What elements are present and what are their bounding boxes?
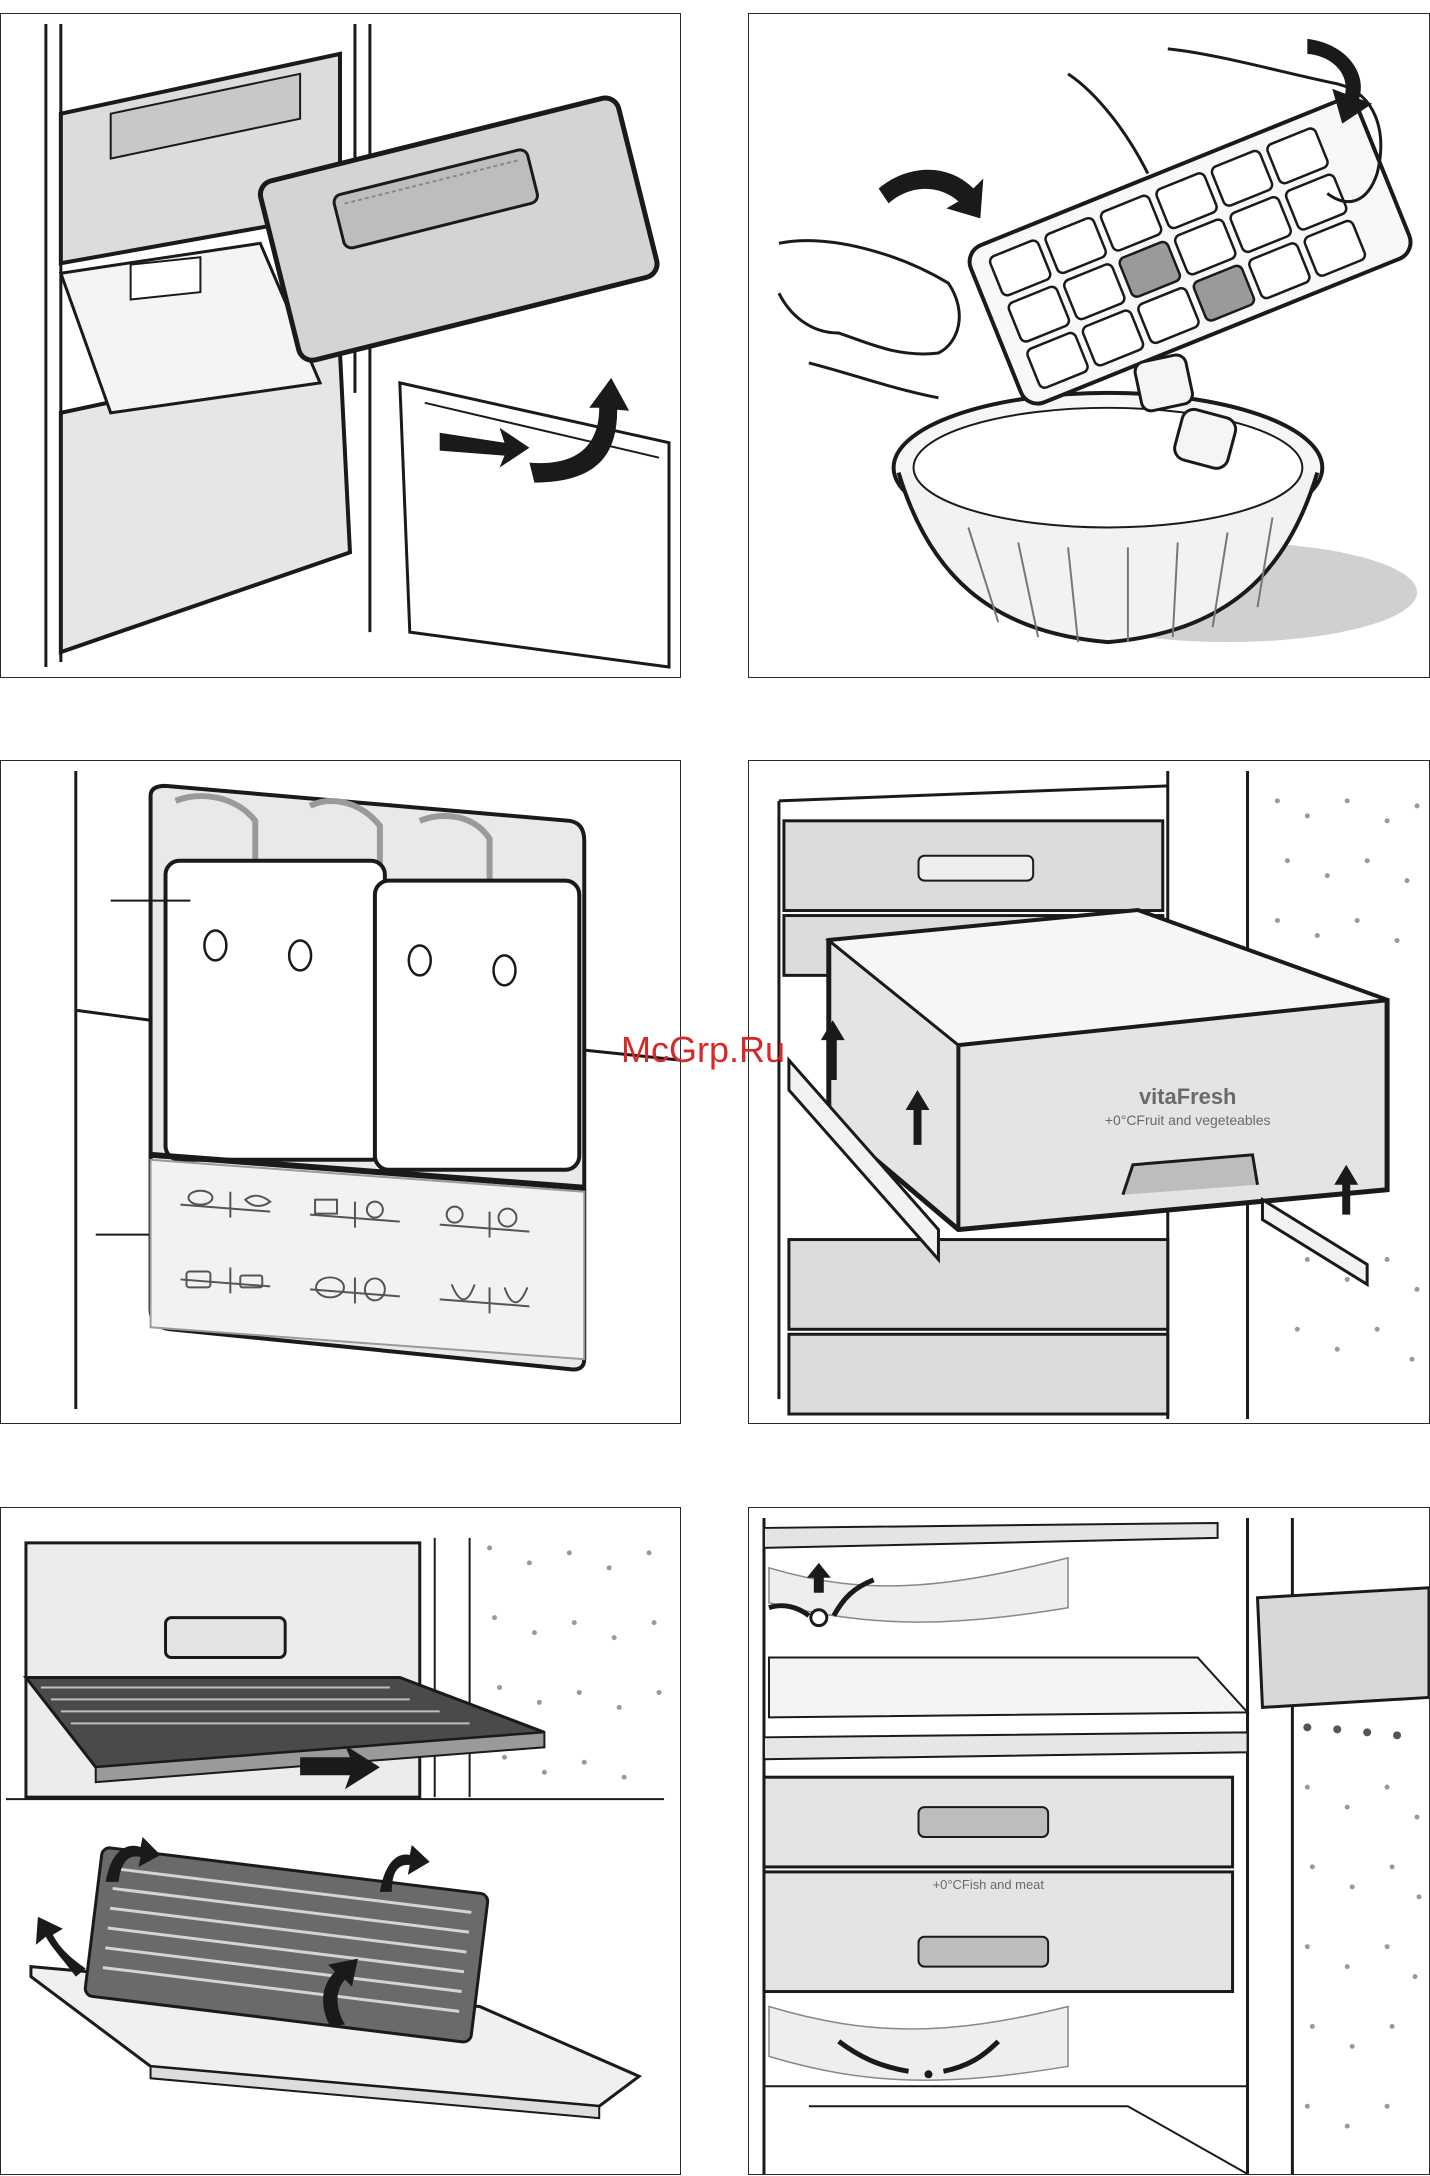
illustration-freezer-packs xyxy=(0,760,681,1424)
shelf-removal-drawing xyxy=(1,1508,680,2174)
illustration-shelf-removal xyxy=(0,1507,681,2175)
drawer-removal-drawing xyxy=(1,14,680,677)
illustration-vitafresh-drawer: vitaFresh +0°CFruit and vegeteables xyxy=(748,760,1430,1424)
freezer-packs-drawing xyxy=(1,761,680,1423)
vitafresh-label: +0°CFruit and vegeteables xyxy=(1105,1112,1271,1128)
fish-meat-drawing: +0°CFish and meat xyxy=(749,1508,1429,2174)
illustration-drawer-removal xyxy=(0,13,681,678)
vitafresh-brand: vitaFresh xyxy=(1139,1084,1236,1109)
ice-tray-drawing xyxy=(749,14,1429,677)
illustration-fish-meat-drawer: +0°CFish and meat xyxy=(748,1507,1430,2175)
watermark: McGrp.Ru xyxy=(621,1029,785,1071)
fish-meat-label: +0°CFish and meat xyxy=(933,1877,1045,1892)
illustration-ice-tray xyxy=(748,13,1430,678)
vitafresh-drawing: vitaFresh +0°CFruit and vegeteables xyxy=(749,761,1429,1423)
